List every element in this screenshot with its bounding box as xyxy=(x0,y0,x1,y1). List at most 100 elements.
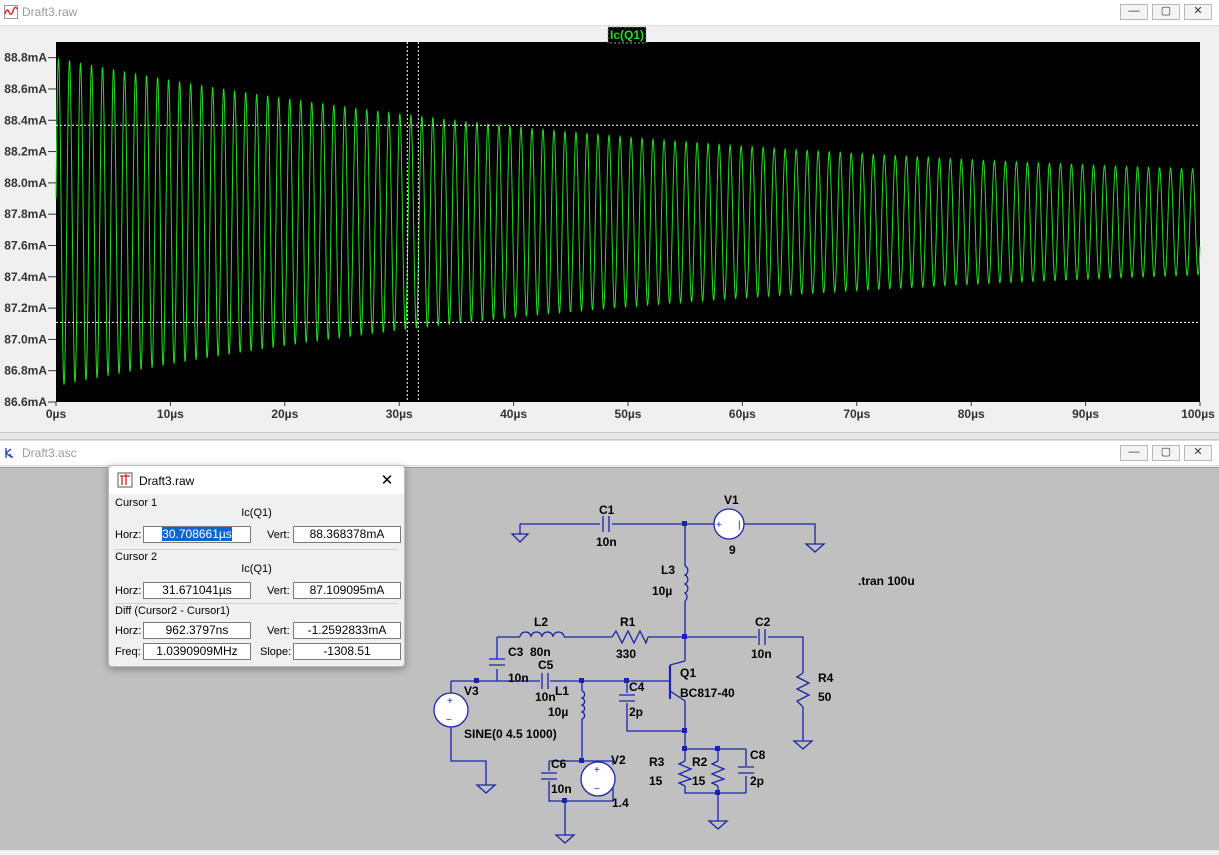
cursor1-heading: Cursor 1 xyxy=(115,497,158,509)
cursor1-horz-field[interactable]: 30.708661µs xyxy=(143,526,251,543)
cursor-dialog-titlebar[interactable]: Draft3.raw ✕ xyxy=(109,466,404,494)
x-tick-label: 10µs xyxy=(157,407,184,421)
c8-name: C8 xyxy=(750,748,766,762)
cursor-dialog[interactable]: Draft3.raw ✕ Cursor 1 Ic(Q1) Horz: 30.70… xyxy=(108,465,405,667)
y-tick-label: 87.8mA xyxy=(4,207,47,221)
cursor1-vert-field[interactable]: 88.368378mA xyxy=(293,526,401,543)
cursor1-vert-label: Vert: xyxy=(267,529,290,541)
v1-value: 9 xyxy=(729,543,736,557)
r1-value: 330 xyxy=(616,647,636,661)
minimize-button[interactable]: — xyxy=(1120,4,1148,20)
r3-name: R3 xyxy=(649,755,665,769)
x-tick-label: 0µs xyxy=(46,407,67,421)
spice-directive: .tran 100u xyxy=(858,574,915,588)
schematic-maximize-button[interactable]: ▢ xyxy=(1152,445,1180,461)
l2-name: L2 xyxy=(534,615,548,629)
x-tick-label: 90µs xyxy=(1072,407,1099,421)
close-icon[interactable]: ✕ xyxy=(380,472,394,489)
divider xyxy=(115,549,398,550)
cursor-probe-icon xyxy=(117,472,133,488)
ground-symbols xyxy=(475,533,826,844)
y-tick-label: 88.0mA xyxy=(4,176,47,190)
svg-text:+: + xyxy=(447,696,453,707)
maximize-button[interactable]: ▢ xyxy=(1152,4,1180,20)
c1-name: C1 xyxy=(599,503,615,517)
schematic-icon xyxy=(5,448,13,458)
waveform-plot[interactable]: 88.8mA88.6mA88.4mA88.2mA88.0mA87.8mA87.6… xyxy=(0,26,1219,432)
freq-field[interactable]: 1.0390909MHz xyxy=(143,643,251,660)
v2-value: 1.4 xyxy=(612,796,629,810)
x-tick-label: 60µs xyxy=(729,407,756,421)
c5-name: C5 xyxy=(538,658,554,672)
y-tick-label: 88.2mA xyxy=(4,145,47,159)
l3-value: 10µ xyxy=(652,584,672,598)
svg-text:+: + xyxy=(716,520,722,531)
schematic-drawing[interactable]: +| +− +− C1 10n V1 9 L3 10µ L2 80n R1 xyxy=(0,468,1219,850)
x-tick-label: 30µs xyxy=(386,407,413,421)
component-labels: C1 10n V1 9 L3 10µ L2 80n R1 330 C2 10n … xyxy=(464,493,915,810)
svg-text:−: − xyxy=(594,784,600,795)
c3-name: C3 xyxy=(508,645,524,659)
r2-value: 15 xyxy=(692,774,706,788)
freq-label: Freq: xyxy=(115,646,141,658)
v3-value: SINE(0 4.5 1000) xyxy=(464,727,557,741)
schematic-window-title: Draft3.asc xyxy=(22,446,77,460)
diff-vert-field[interactable]: -1.2592833mA xyxy=(293,622,401,639)
slope-field[interactable]: -1308.51 xyxy=(293,643,401,660)
slope-label: Slope: xyxy=(260,646,292,658)
x-tick-label: 100µs xyxy=(1181,407,1215,421)
y-tick-label: 87.0mA xyxy=(4,332,47,346)
l3-name: L3 xyxy=(661,563,675,577)
y-tick-label: 87.6mA xyxy=(4,238,47,252)
cursor2-trace: Ic(Q1) xyxy=(241,563,272,575)
diff-horz-field[interactable]: 962.3797ns xyxy=(143,622,251,639)
l1-name: L1 xyxy=(555,684,569,698)
svg-text:+: + xyxy=(594,765,600,776)
q1-value: BC817-40 xyxy=(680,686,735,700)
c1-value: 10n xyxy=(596,535,617,549)
x-tick-label: 40µs xyxy=(500,407,527,421)
close-button[interactable]: ✕ xyxy=(1184,4,1212,20)
cursor2-horz-label: Horz: xyxy=(115,585,142,597)
plot-window-title: Draft3.raw xyxy=(22,5,78,19)
x-axis: 0µs 10µs 20µs 30µs 40µs 50µs 60µs 70µs 80µs 90µs 1… xyxy=(46,402,1215,421)
y-tick-label: 86.6mA xyxy=(4,395,47,409)
cursor2-vert-field[interactable]: 87.109095mA xyxy=(293,582,401,599)
y-tick-label: 88.8mA xyxy=(4,51,47,65)
plot-window-titlebar[interactable]: Draft3.raw — ▢ ✕ xyxy=(0,0,1219,26)
c5-value: 10n xyxy=(535,690,556,704)
c2-value: 10n xyxy=(751,647,772,661)
x-tick-label: 50µs xyxy=(615,407,642,421)
y-tick-label: 87.4mA xyxy=(4,270,47,284)
trace-label[interactable]: Ic(Q1) xyxy=(610,28,644,42)
r1-name: R1 xyxy=(620,615,636,629)
x-tick-label: 20µs xyxy=(271,407,298,421)
cursor1-trace: Ic(Q1) xyxy=(241,507,272,519)
cursor1-horz-value: 30.708661µs xyxy=(162,527,232,541)
cursor2-horz-field[interactable]: 31.671041µs xyxy=(143,582,251,599)
cursor2-vert-label: Vert: xyxy=(267,585,290,597)
x-tick-label: 70µs xyxy=(843,407,870,421)
c4-value: 2p xyxy=(629,705,643,719)
window-splitter[interactable] xyxy=(0,432,1219,440)
x-tick-label: 80µs xyxy=(958,407,985,421)
c6-value: 10n xyxy=(551,782,572,796)
schematic-window-titlebar[interactable]: Draft3.asc — ▢ ✕ xyxy=(0,440,1219,466)
schematic-minimize-button[interactable]: — xyxy=(1120,445,1148,461)
diff-heading: Diff (Cursor2 - Cursor1) xyxy=(115,605,230,617)
v1-name: V1 xyxy=(724,493,739,507)
diff-horz-label: Horz: xyxy=(115,625,142,637)
r4-name: R4 xyxy=(818,671,834,685)
cursor-lines[interactable] xyxy=(56,42,1200,402)
y-axis: 88.8mA88.6mA88.4mA88.2mA88.0mA87.8mA87.6… xyxy=(4,51,56,409)
c3-value: 10n xyxy=(508,671,529,685)
component-symbols xyxy=(433,508,811,797)
schematic-close-button[interactable]: ✕ xyxy=(1184,445,1212,461)
r2-name: R2 xyxy=(692,755,708,769)
q1-name: Q1 xyxy=(680,666,696,680)
trace-label-box[interactable] xyxy=(607,26,647,44)
cursor1-horz-label: Horz: xyxy=(115,529,142,541)
l1-value: 10µ xyxy=(548,705,568,719)
cursor2-heading: Cursor 2 xyxy=(115,551,158,563)
